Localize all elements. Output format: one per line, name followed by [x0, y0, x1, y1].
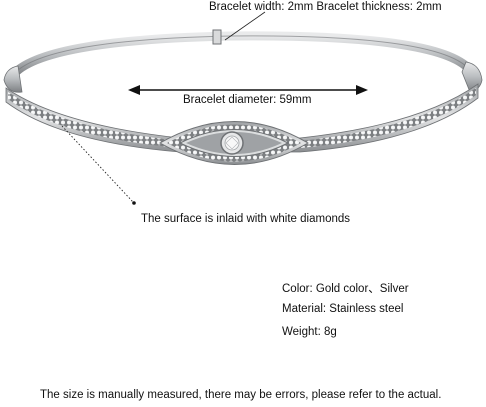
bangle-back-arc [7, 31, 475, 81]
measurement-note: The size is manually measured, there may… [40, 389, 442, 401]
bangle-right-end [461, 61, 483, 93]
color-spec: Color: Gold color、Silver [282, 283, 409, 295]
diameter-arrow [128, 85, 368, 95]
diamond-channel [8, 88, 476, 148]
width-thickness-label: Bracelet width: 2mm Bracelet thickness: … [209, 1, 442, 13]
weight-spec: Weight: 8g [282, 326, 337, 338]
surface-label: The surface is inlaid with white diamond… [141, 213, 351, 225]
hinge [212, 29, 222, 45]
diameter-label: Bracelet diameter: 59mm [183, 94, 312, 106]
material-spec: Material: Stainless steel [282, 303, 404, 315]
bangle-left-end [3, 65, 23, 93]
width-pointer [224, 11, 266, 41]
